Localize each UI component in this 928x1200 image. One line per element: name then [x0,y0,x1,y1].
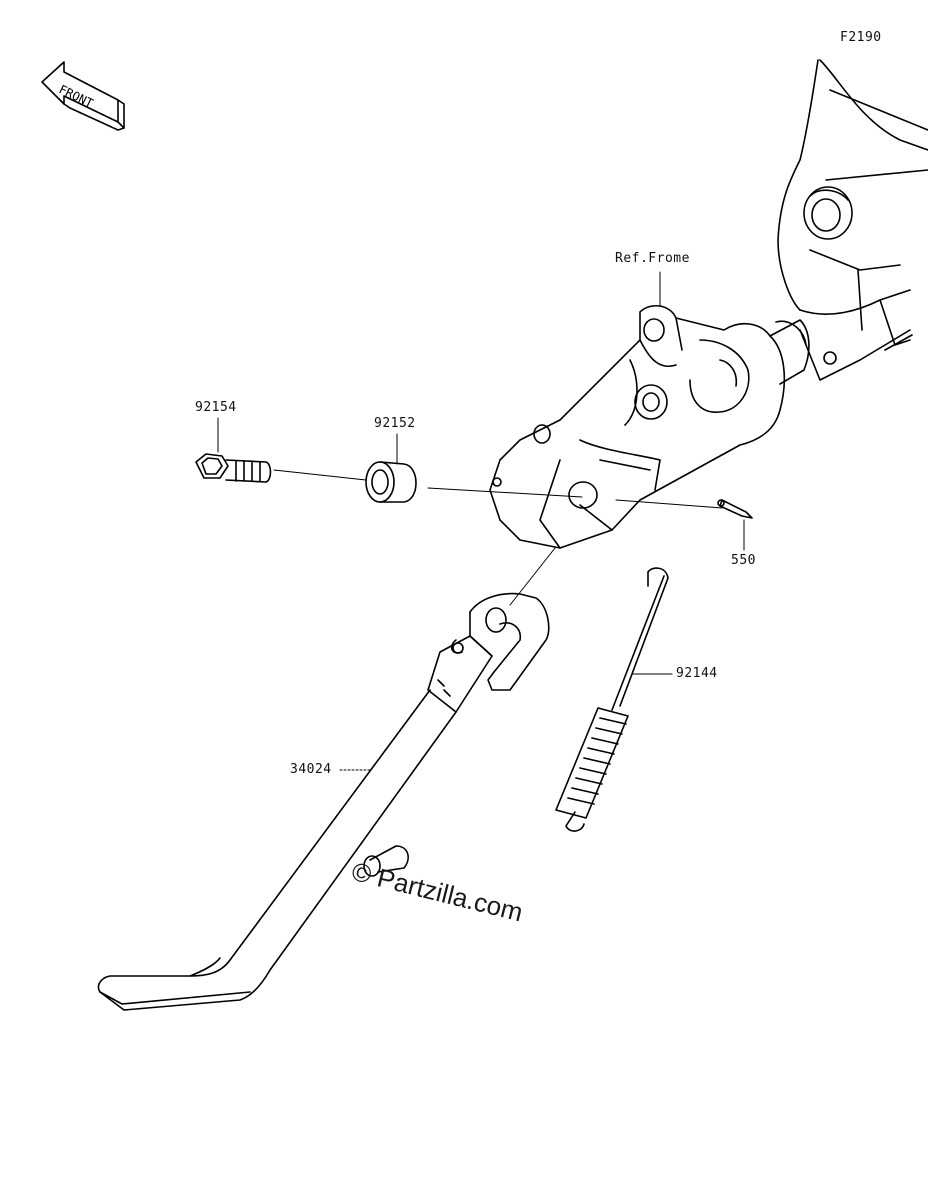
side-stand-34024 [97,592,550,1011]
callout-92152: 92152 [374,416,416,431]
cotter-pin-550 [717,499,753,519]
leader-line-bolt-to-collar [273,469,367,481]
leader-line-stand-to-bracket [509,547,556,606]
callout-550: 550 [731,553,756,568]
collar-92152 [365,461,417,503]
figure-code: F2190 [840,30,882,45]
leader-line-bracket-to-pin [615,499,723,509]
engine-frame-outline [777,59,928,381]
callout-92144: 92144 [676,666,718,681]
callout-34024: 34024 [290,762,332,777]
bolt-92154 [195,453,272,483]
frame-bracket [489,305,810,549]
spring-92144 [555,567,669,832]
leader-line-collar-to-bracket [427,487,583,498]
callout-92154: 92154 [195,400,237,415]
reference-frame-label: Ref.Frome [615,251,690,266]
front-arrow-icon [41,61,125,131]
